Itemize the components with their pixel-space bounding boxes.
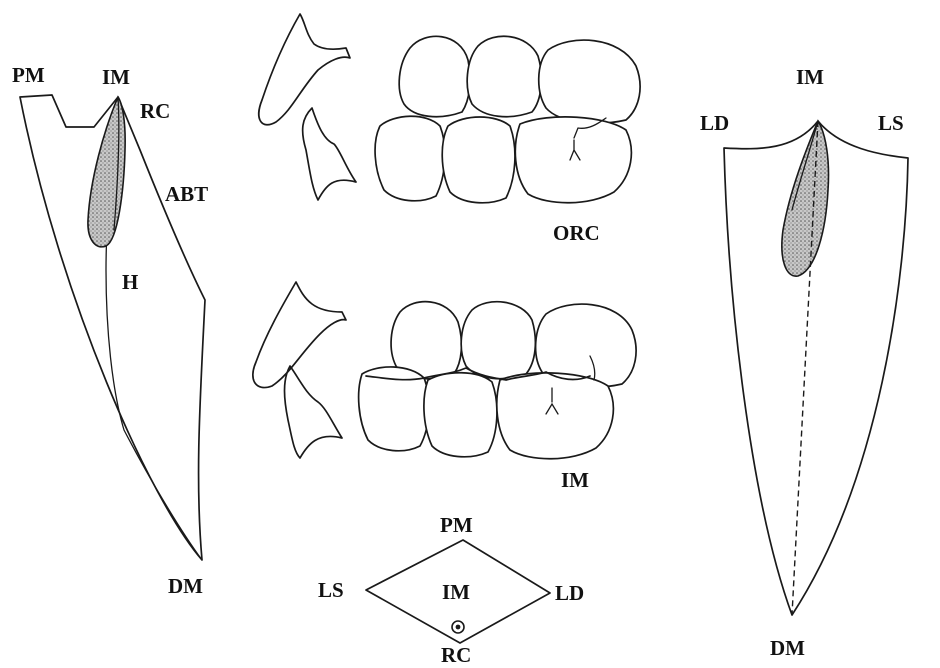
left-view: PM IM RC ABT H DM xyxy=(12,63,208,598)
top-side-profile-upper xyxy=(259,14,350,125)
top-side-profile-lower xyxy=(303,108,356,200)
right-label-im: IM xyxy=(796,65,824,89)
center-bottom-view: IM xyxy=(253,282,636,492)
diamond-label-pm: PM xyxy=(440,513,473,537)
bottom-side-profile-lower xyxy=(285,366,343,458)
left-label-abt: ABT xyxy=(165,182,208,206)
right-label-dm: DM xyxy=(770,636,805,660)
top-scale-front-3 xyxy=(515,117,631,203)
center-top-label-orc: ORC xyxy=(553,221,600,245)
left-label-pm: PM xyxy=(12,63,45,87)
right-label-ls: LS xyxy=(878,111,904,135)
center-top-view: ORC xyxy=(259,14,640,245)
right-label-ld: LD xyxy=(700,111,729,135)
diamond-label-rc: RC xyxy=(441,643,471,667)
bottom-side-profile-upper xyxy=(253,282,346,388)
left-label-im: IM xyxy=(102,65,130,89)
bottom-scale-front-2 xyxy=(424,373,497,457)
diamond-label-ls: LS xyxy=(318,578,344,602)
right-shaded-area xyxy=(782,121,829,276)
top-scale-front-1 xyxy=(375,116,445,201)
left-shaded-area xyxy=(88,97,125,247)
top-scale-back-3 xyxy=(539,40,640,123)
diamond-rc-dot xyxy=(456,625,461,630)
top-scale-back-2 xyxy=(467,36,541,116)
bottom-scale-back-2 xyxy=(461,302,535,379)
right-view: IM LD LS DM xyxy=(700,65,908,660)
bottom-scale-front-3 xyxy=(497,373,614,459)
left-label-rc: RC xyxy=(140,99,170,123)
diamond-view: PM LS IM LD RC xyxy=(318,513,584,667)
top-scale-back-1 xyxy=(399,36,470,116)
diamond-label-ld: LD xyxy=(555,581,584,605)
top-scale-front-2 xyxy=(442,117,515,203)
left-label-dm: DM xyxy=(168,574,203,598)
left-label-h: H xyxy=(122,270,138,294)
diamond-label-im: IM xyxy=(442,580,470,604)
center-bottom-label-im: IM xyxy=(561,468,589,492)
